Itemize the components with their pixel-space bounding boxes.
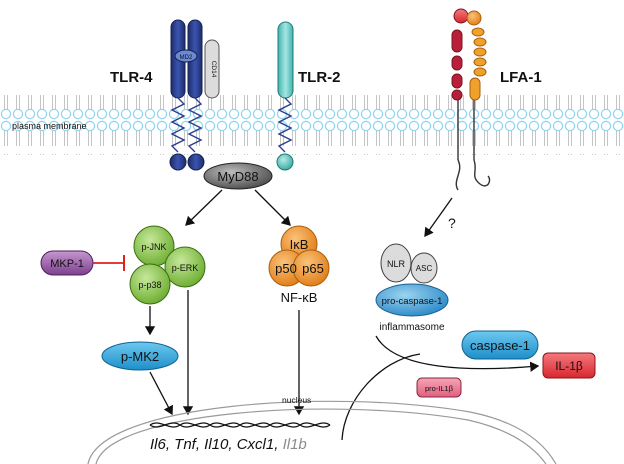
procaspase-label: pro-caspase-1 — [382, 296, 443, 307]
myd88-node — [203, 162, 273, 190]
arrow-myd88-to-mapk — [185, 189, 223, 226]
gene-list-il1b: Il1b — [283, 436, 307, 453]
nfkb-complex — [268, 225, 330, 287]
inhibition-mkp1 — [93, 255, 125, 271]
il1b-label: IL-1β — [555, 359, 583, 373]
gene-list: Il6, Tnf, Il10, Cxcl1, Il1b — [150, 436, 307, 453]
nlr-label: NLR — [387, 259, 406, 269]
tlr4-receptor — [169, 19, 220, 171]
dna-helix — [149, 422, 331, 428]
nucleus-label: nucleus — [282, 395, 311, 405]
pro-il1b-label: pro-IL1β — [425, 384, 454, 393]
p38-label: p-p38 — [138, 280, 161, 290]
gene-list-main: Il6, Tnf, Il10, Cxcl1, — [150, 436, 278, 453]
plasma-membrane — [0, 95, 624, 155]
asc-label: ASC — [416, 264, 433, 273]
tlr2-receptor — [276, 21, 294, 171]
mk2-node — [101, 341, 179, 371]
lfa1-integrin — [451, 8, 491, 191]
cd14-label: CD14 — [210, 61, 217, 78]
caspase1-label: caspase-1 — [470, 338, 530, 353]
arrow-inflammasome-to-il1b — [375, 335, 540, 372]
p38-node — [129, 263, 171, 305]
il1b-node — [542, 352, 596, 379]
nfkb-label: NF-κB — [281, 290, 318, 305]
arrow-lfa1-to-inflammasome — [424, 197, 453, 238]
mk2-label: p-MK2 — [121, 349, 159, 364]
caspase1-node — [461, 330, 539, 360]
p65-label: p65 — [302, 261, 324, 276]
erk-label: p-ERK — [172, 263, 199, 273]
md2-label: MD2 — [180, 55, 193, 61]
nuclear-envelope — [87, 400, 557, 464]
arrow-mk2-to-genes — [149, 371, 173, 416]
lfa1-label: LFA-1 — [500, 69, 542, 86]
mkp1-label: MKP-1 — [50, 258, 84, 270]
tlr2-label: TLR-2 — [298, 69, 341, 86]
pro-il1b-node — [416, 377, 462, 398]
tlr4-label: TLR-4 — [110, 69, 153, 86]
arrow-myd88-to-nfkb — [254, 189, 291, 226]
inflammasome-label: inflammasome — [379, 322, 444, 333]
ikb-label: IκB — [290, 237, 309, 252]
p50-label: p50 — [275, 261, 297, 276]
inflammasome-complex — [375, 243, 449, 317]
myd88-label: MyD88 — [217, 169, 258, 184]
membrane-label: plasma membrane — [12, 121, 87, 131]
question-mark: ? — [448, 215, 456, 231]
arrow-il1b-gene-path — [341, 353, 421, 441]
jnk-label: p-JNK — [141, 242, 166, 252]
erk-node — [164, 246, 206, 288]
